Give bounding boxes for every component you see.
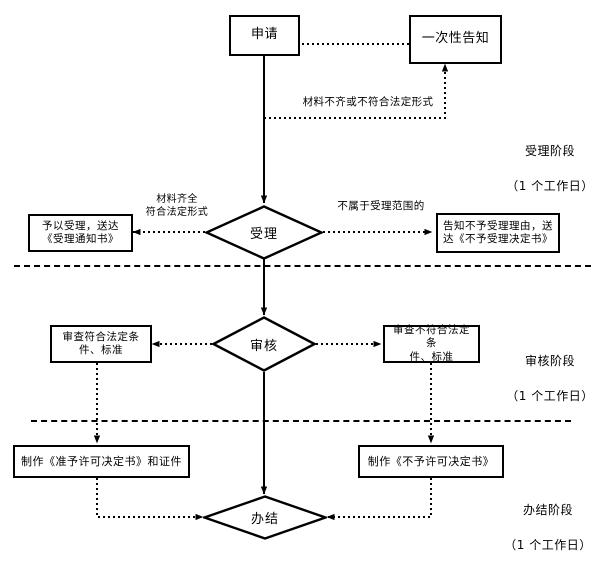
node-accept-no[interactable]: 告知不予受理理由，送 达《不予受理决定书》 <box>436 213 560 253</box>
node-review-fail[interactable]: 审查不符合法定条 件、标准 <box>383 324 480 363</box>
node-one-time-notice-label: 一次性告知 <box>421 31 490 47</box>
node-permit-grant[interactable]: 制作《准予许可决定书》和证件 <box>13 445 190 478</box>
node-finish-label: 办结 <box>250 512 279 527</box>
node-permit-grant-label: 制作《准予许可决定书》和证件 <box>21 454 182 468</box>
divider-review-completion <box>31 420 571 422</box>
node-apply-label: 申请 <box>250 27 278 43</box>
node-apply[interactable]: 申请 <box>229 15 300 56</box>
node-accept-yes-label: 予以受理，送达 《受理通知书》 <box>42 219 119 245</box>
edge-deny-to-finish <box>326 478 432 521</box>
node-permit-deny-label: 制作《不予许可决定书》 <box>367 454 495 468</box>
node-one-time-notice[interactable]: 一次性告知 <box>409 15 502 64</box>
edge-label-material-incomplete: 材料不齐或不符合法定形式 <box>302 96 434 108</box>
stage-acceptance-name: 受理阶段 <box>524 144 575 159</box>
stage-label-completion: 办结阶段 （1 个工作日） <box>498 485 598 555</box>
stage-review-name: 审核阶段 <box>524 354 575 369</box>
stage-completion-name: 办结阶段 <box>522 503 573 518</box>
node-review-pass[interactable]: 审查符合法定条 件、标准 <box>50 325 152 363</box>
node-review-pass-label: 审查符合法定条 件、标准 <box>62 330 140 356</box>
review-diamond-shape <box>212 316 316 372</box>
node-permit-deny[interactable]: 制作《不予许可决定书》 <box>358 445 504 478</box>
divider-acceptance-review <box>14 265 591 267</box>
stage-acceptance-duration: （1 个工作日） <box>506 179 594 194</box>
stage-label-acceptance: 受理阶段 （1 个工作日） <box>500 126 600 196</box>
node-accept-no-label: 告知不予受理理由，送 达《不予受理决定书》 <box>443 219 553 245</box>
node-review-fail-label: 审查不符合法定条 件、标准 <box>393 324 470 363</box>
edge-label-out-of-scope: 不属于受理范围的 <box>337 200 425 212</box>
node-review-label: 审核 <box>249 338 278 354</box>
edge-grant-to-finish <box>96 478 204 521</box>
node-finish[interactable]: 办结 <box>203 495 327 540</box>
accept-diamond-shape <box>205 205 323 260</box>
node-review[interactable]: 审核 <box>212 316 316 372</box>
stage-completion-duration: （1 个工作日） <box>504 538 592 553</box>
node-accept-yes[interactable]: 予以受理，送达 《受理通知书》 <box>28 214 133 252</box>
edge-label-material-complete: 材料齐全 符合法定形式 <box>145 194 209 218</box>
node-accept[interactable]: 受理 <box>205 205 323 260</box>
finish-diamond-shape <box>203 495 327 540</box>
node-accept-label: 受理 <box>249 227 278 242</box>
stage-label-review: 审核阶段 （1 个工作日） <box>500 336 600 406</box>
stage-review-duration: （1 个工作日） <box>506 389 594 404</box>
edge-incomplete-to-notice <box>264 63 449 119</box>
